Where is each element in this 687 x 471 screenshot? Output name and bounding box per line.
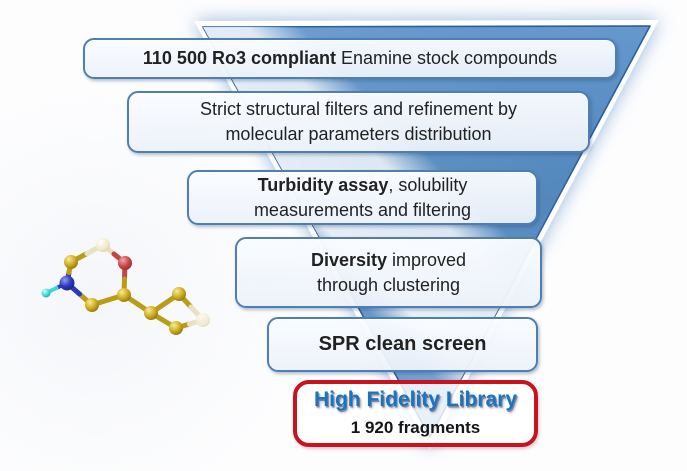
funnel-step-turbidity-assay: Turbidity assay, solubility measurements… [187,170,538,225]
step-text-line2: measurements and filtering [253,199,472,220]
step-text-normal: Enamine stock compounds [335,48,558,68]
carbon-atom [144,306,158,320]
carbon-atom [172,287,186,301]
molecule-atoms [41,238,210,335]
step-text-line2: molecular parameters distribution [225,124,492,144]
carbon-atom [85,298,99,312]
funnel-step-structural-filters: Strict structural filters and refinement… [127,91,590,153]
step-text-line2: through clustering [316,274,461,295]
step-text-line1: Strict structural filters and refinement… [199,99,518,119]
carbon-atom [169,321,183,335]
step-text-bold: Turbidity assay [257,174,389,195]
step-text-bold: Diversity [310,249,387,270]
cyan-substituent-atom [41,288,51,298]
funnel-step-compounds: 110 500 Ro3 compliant Enamine stock comp… [83,38,617,79]
oxygen-atom [118,256,132,270]
nitrogen-atom [59,275,75,291]
step-text: 110 500 Ro3 compliant Enamine stock comp… [143,46,557,71]
carbon-atom [64,255,78,269]
final-library-title: High Fidelity Library [313,388,518,411]
step-text: SPR clean screen [318,333,487,355]
step-text-bold: 110 500 Ro3 compliant [142,48,336,68]
faded-carbon-atom [96,238,110,252]
step-text-line1: Turbidity assay, solubility [258,173,468,198]
carbon-atom [117,288,131,302]
final-library-box: High Fidelity Library 1 920 fragments [293,380,538,447]
step-text-normal: improved [387,249,467,270]
faded-carbon-atom [196,313,210,327]
funnel-step-diversity: Diversity improved through clustering [235,237,542,308]
funnel-step-spr-clean-screen: SPR clean screen [267,317,538,372]
final-library-count: 1 920 fragments [350,418,481,437]
step-text-normal: , solubility [388,174,468,195]
step-text-line1: Diversity improved [311,248,466,273]
